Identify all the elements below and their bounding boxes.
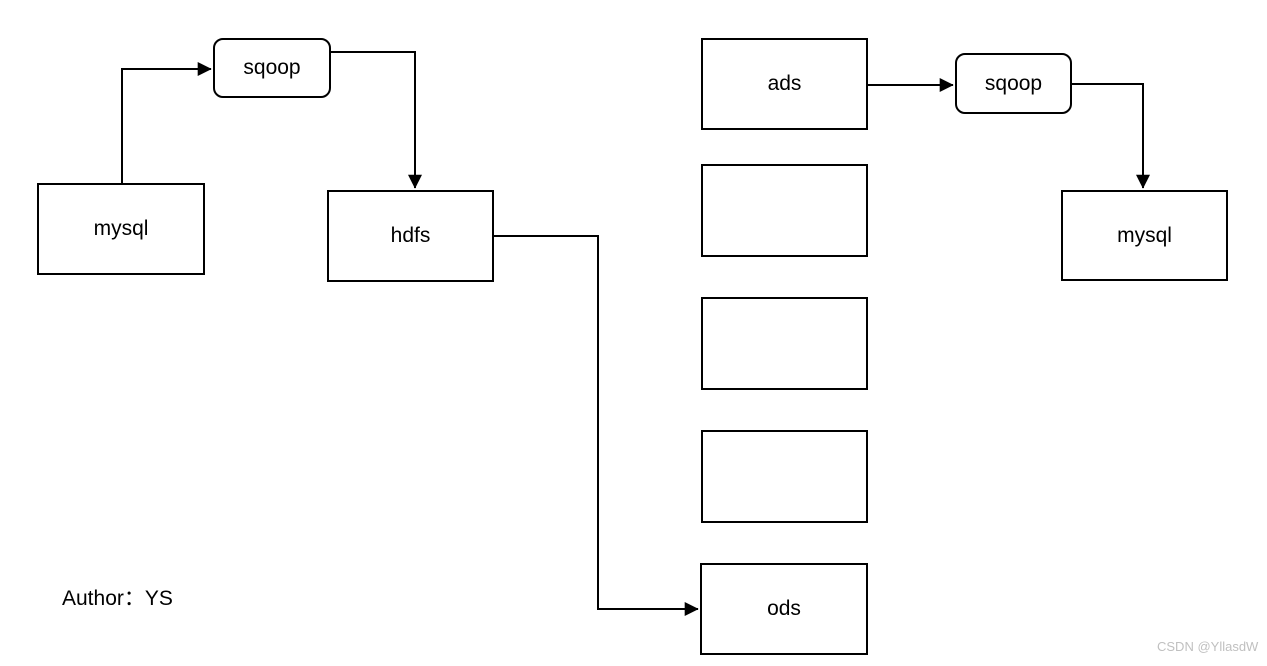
node-ads: ads bbox=[701, 38, 868, 130]
node-mysql-source-label: mysql bbox=[93, 217, 149, 241]
node-ads-label: ads bbox=[767, 72, 802, 96]
node-hdfs-label: hdfs bbox=[390, 224, 431, 248]
node-sqoop-export-label: sqoop bbox=[984, 71, 1043, 95]
author-note: Author：YS bbox=[62, 587, 173, 610]
edge-mysql-to-sqoop-import bbox=[121, 62, 212, 183]
node-mysql-target-label: mysql bbox=[1117, 223, 1172, 247]
node-hdfs: hdfs bbox=[327, 190, 494, 282]
node-layer-box-4 bbox=[701, 430, 868, 523]
edge-sqoop-export-to-mysql-target bbox=[1072, 83, 1150, 189]
edge-hdfs-to-ods bbox=[494, 235, 699, 616]
node-sqoop-import: sqoop bbox=[213, 38, 331, 98]
csdn-watermark: CSDN @YllasdW bbox=[1157, 639, 1259, 654]
node-sqoop-import-label: sqoop bbox=[243, 56, 301, 80]
node-mysql-target: mysql bbox=[1061, 190, 1228, 281]
node-mysql-source: mysql bbox=[37, 183, 205, 275]
node-layer-box-3 bbox=[701, 297, 868, 390]
node-ods-label: ods bbox=[767, 597, 801, 621]
node-ods: ods bbox=[700, 563, 868, 655]
node-layer-box-2 bbox=[701, 164, 868, 257]
node-sqoop-export: sqoop bbox=[955, 53, 1072, 114]
edge-sqoop-import-to-hdfs bbox=[331, 51, 422, 189]
